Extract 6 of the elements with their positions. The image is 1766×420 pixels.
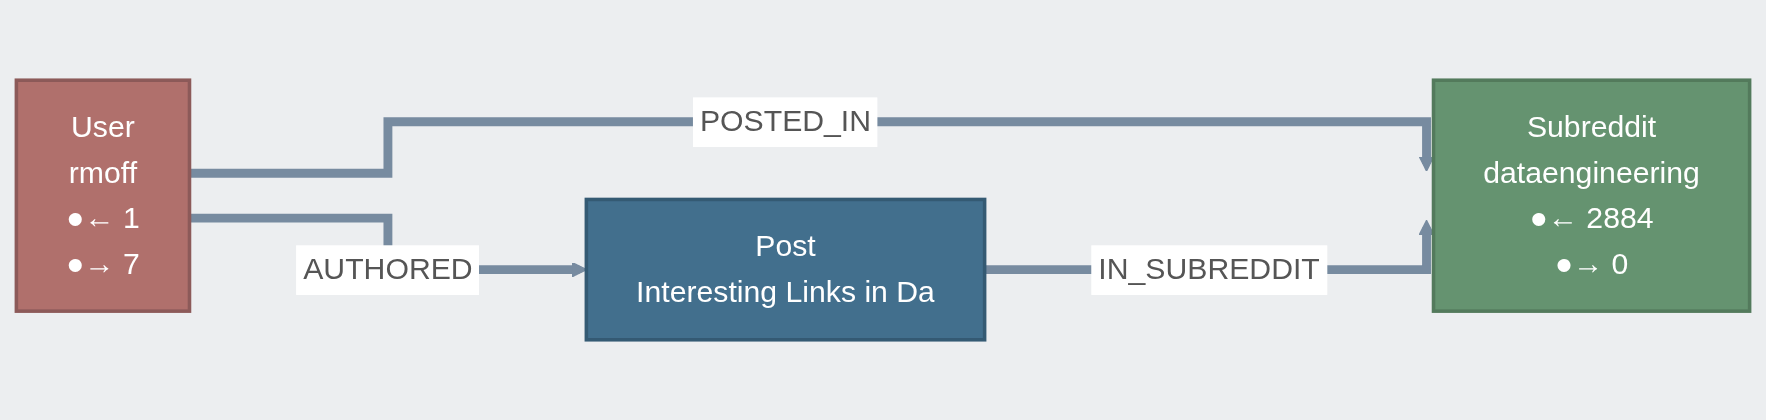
node-box: User rmoff ●← 1 ●→ 7 (14, 78, 192, 313)
edge-label: IN_SUBREDDIT (1098, 252, 1320, 287)
node-box: Post Interesting Links in Da (584, 197, 987, 342)
edge-label: AUTHORED (303, 252, 473, 287)
edge-label: POSTED_IN (699, 104, 872, 139)
node-box: Subreddit dataengineering ●← 2884 ●→ 0 (1431, 78, 1752, 313)
